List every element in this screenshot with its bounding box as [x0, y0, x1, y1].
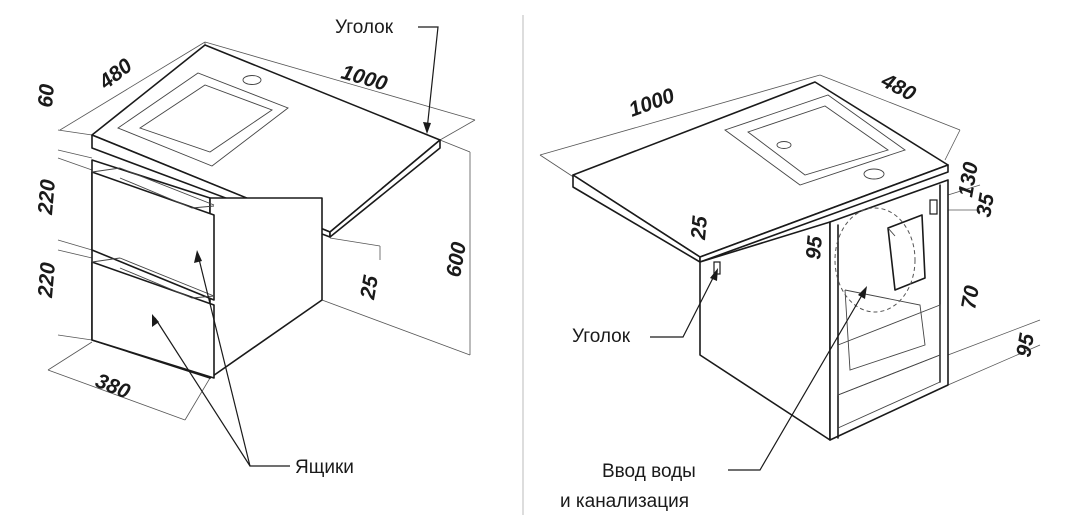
- corner-left-leader: [418, 26, 439, 131]
- drawers-leader-2: [154, 317, 251, 467]
- label-drawers: Ящики: [295, 457, 354, 478]
- left-dim-gap: 25: [356, 274, 383, 302]
- right-cabinet-back-open: [829, 179, 949, 441]
- corner-right-leader: [650, 271, 717, 338]
- left-dim-top-thickness: 60: [34, 83, 59, 109]
- left-dim-height: 600: [442, 240, 471, 279]
- right-dim-35: 35: [972, 192, 999, 219]
- right-dim-95-bottom: 95: [1012, 332, 1039, 359]
- label-water-inlet-line1: Ввод воды: [602, 461, 696, 482]
- label-corner-left: Уголок: [335, 17, 394, 38]
- left-dimension-lines: [47, 41, 476, 421]
- right-water-inlet-circle: [834, 207, 916, 313]
- left-dim-width: 1000: [339, 61, 391, 96]
- right-pipe-box: [887, 214, 926, 291]
- right-sink-outline: [724, 94, 906, 186]
- right-isometric-view: 1000 480 130 35 25 95 70 95 Уголок Ввод …: [539, 69, 1041, 512]
- left-countertop-side-edge: [329, 139, 441, 238]
- left-dim-drawer-lower: 220: [34, 261, 60, 299]
- label-corner-right: Уголок: [572, 326, 631, 347]
- water-inlet-leader: [728, 289, 866, 471]
- right-sink-inner: [747, 105, 890, 176]
- right-dim-70: 70: [957, 284, 984, 311]
- right-countertop-side-edge: [699, 164, 949, 263]
- left-dim-drawer-upper: 220: [34, 178, 60, 216]
- right-dimension-lines: [539, 74, 1041, 386]
- left-sink-outline: [117, 72, 289, 167]
- label-water-inlet-line2: и канализация: [560, 491, 689, 512]
- right-dim-25: 25: [687, 215, 712, 242]
- right-faucet-hole: [863, 168, 885, 180]
- right-drain-hole: [776, 141, 792, 149]
- right-dim-width: 1000: [626, 84, 678, 122]
- right-back-bracket: [929, 199, 938, 215]
- left-cabinet-side: [209, 197, 323, 379]
- left-faucet-hole: [242, 75, 262, 85]
- left-isometric-view: 1000 480 60 220 220 600 25 380 Уголок Ящ…: [34, 17, 476, 478]
- left-dim-depth: 480: [94, 54, 137, 95]
- left-sink-inner: [138, 84, 273, 153]
- right-dim-95-pipe: 95: [802, 235, 827, 261]
- right-dim-depth: 480: [877, 69, 920, 106]
